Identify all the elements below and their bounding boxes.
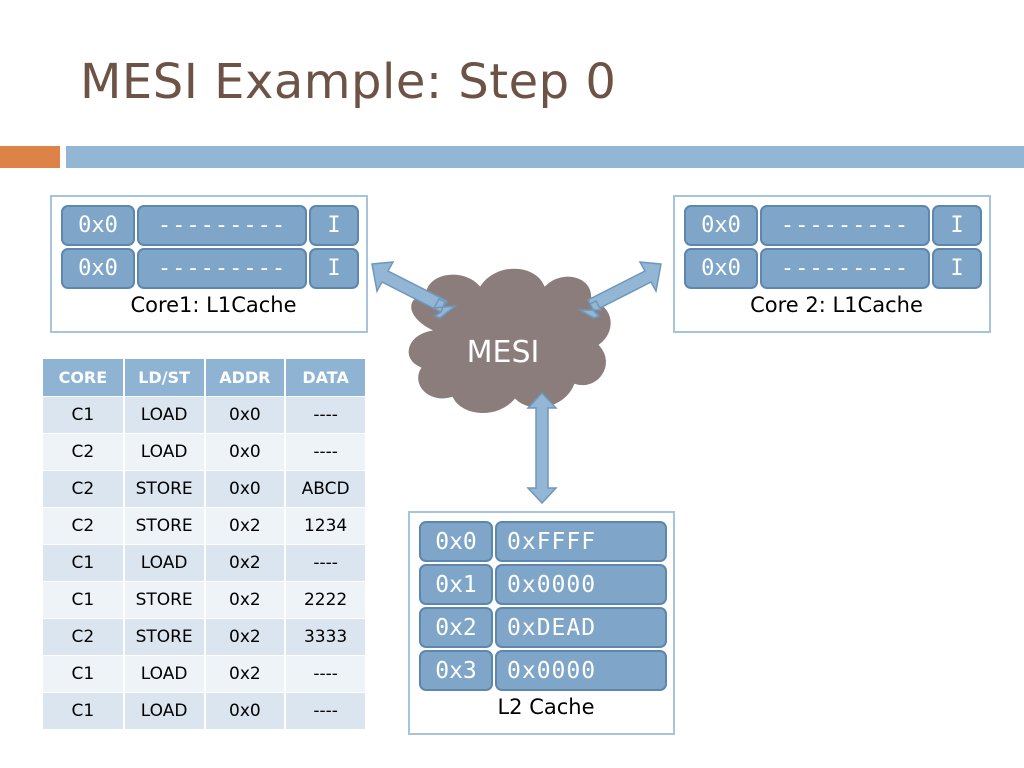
cell-data: ----: [285, 692, 367, 729]
cell-core: C2: [43, 470, 125, 508]
cache-line-data: 0x0000: [495, 650, 667, 691]
cache-line-addr: 0x0: [61, 205, 135, 246]
cache-line-data: ---------: [760, 205, 930, 246]
cell-addr: 0x0: [204, 396, 287, 434]
cell-data: 1234: [285, 507, 367, 545]
cell-ldst: LOAD: [123, 655, 206, 693]
cache-line-data: 0x0000: [495, 564, 667, 605]
column-header-data: DATA: [285, 359, 367, 397]
cell-addr: 0x2: [204, 618, 287, 656]
cache-line: 0x0 --------- I: [684, 205, 989, 246]
cache-line: 0x0 --------- I: [61, 205, 366, 246]
table-row: C1 LOAD 0x2 ----: [43, 544, 367, 582]
column-header-addr: ADDR: [204, 359, 287, 397]
title-accent-bar-orange: [0, 146, 60, 168]
column-header-core: CORE: [43, 359, 125, 397]
cache-line: 0x2 0xDEAD: [419, 607, 673, 648]
cell-ldst: STORE: [123, 507, 206, 545]
cache-line: 0x0 --------- I: [61, 248, 366, 289]
core2-l1-caption: Core 2: L1Cache: [750, 293, 923, 317]
cell-addr: 0x0: [204, 433, 287, 471]
cache-line-data: ---------: [137, 248, 307, 289]
table-row: C1 LOAD 0x0 ----: [43, 692, 367, 729]
cache-line-addr: 0x3: [419, 650, 493, 691]
slide-title: MESI Example: Step 0: [80, 54, 617, 110]
table-row: C1 LOAD 0x2 ----: [43, 655, 367, 693]
cell-ldst: LOAD: [123, 544, 206, 582]
cache-line-data: ---------: [137, 205, 307, 246]
cell-core: C1: [43, 544, 125, 582]
cache-line-addr: 0x0: [61, 248, 135, 289]
cell-data: 2222: [285, 581, 367, 619]
cell-data: ----: [285, 655, 367, 693]
cache-line-state: I: [309, 205, 359, 246]
cache-line-data: 0xFFFF: [495, 521, 667, 562]
cell-ldst: STORE: [123, 581, 206, 619]
cache-line-addr: 0x0: [684, 205, 758, 246]
cloud-label: MESI: [466, 335, 540, 370]
cache-line-addr: 0x1: [419, 564, 493, 605]
cache-line: 0x0 --------- I: [684, 248, 989, 289]
cell-ldst: STORE: [123, 470, 206, 508]
table-row: C2 STORE 0x2 3333: [43, 618, 367, 656]
cache-line-addr: 0x0: [419, 521, 493, 562]
cell-data: ABCD: [285, 470, 367, 508]
cell-addr: 0x0: [204, 692, 287, 729]
cell-data: 3333: [285, 618, 367, 656]
cell-addr: 0x2: [204, 655, 287, 693]
cache-line-state: I: [309, 248, 359, 289]
cache-line-state: I: [932, 248, 982, 289]
core1-l1-caption: Core1: L1Cache: [130, 293, 297, 317]
cell-ldst: LOAD: [123, 433, 206, 471]
table-row: C2 STORE 0x2 1234: [43, 507, 367, 545]
cache-line: 0x0 0xFFFF: [419, 521, 673, 562]
cache-line-data: 0xDEAD: [495, 607, 667, 648]
cell-core: C1: [43, 396, 125, 434]
cell-addr: 0x2: [204, 581, 287, 619]
cell-data: ----: [285, 433, 367, 471]
cache-line-state: I: [932, 205, 982, 246]
cache-line: 0x3 0x0000: [419, 650, 673, 691]
cache-line-addr: 0x2: [419, 607, 493, 648]
l2-cache: 0x0 0xFFFF 0x1 0x0000 0x2 0xDEAD 0x3 0x0…: [408, 511, 675, 735]
access-sequence-table: CORE LD/ST ADDR DATA C1 LOAD 0x0 ---- C2…: [43, 359, 367, 729]
cell-data: ----: [285, 396, 367, 434]
cell-addr: 0x2: [204, 507, 287, 545]
arrow-bus-l2: [526, 391, 558, 505]
core1-l1-cache: 0x0 --------- I 0x0 --------- I Core1: L…: [50, 195, 368, 333]
cell-ldst: LOAD: [123, 692, 206, 729]
title-accent-bar-blue: [66, 146, 1024, 168]
table-row: C1 STORE 0x2 2222: [43, 581, 367, 619]
core2-l1-cache: 0x0 --------- I 0x0 --------- I Core 2: …: [673, 195, 991, 333]
cache-line: 0x1 0x0000: [419, 564, 673, 605]
table-row: C1 LOAD 0x0 ----: [43, 396, 367, 434]
table-row: C2 LOAD 0x0 ----: [43, 433, 367, 471]
cell-data: ----: [285, 544, 367, 582]
cell-addr: 0x2: [204, 544, 287, 582]
cell-ldst: LOAD: [123, 396, 206, 434]
table-header-row: CORE LD/ST ADDR DATA: [43, 359, 367, 397]
cell-core: C2: [43, 618, 125, 656]
cell-ldst: STORE: [123, 618, 206, 656]
arrow-bus-core2: [577, 261, 662, 319]
cache-line-addr: 0x0: [684, 248, 758, 289]
cell-core: C1: [43, 655, 125, 693]
cell-core: C2: [43, 433, 125, 471]
cache-line-data: ---------: [760, 248, 930, 289]
cell-core: C1: [43, 581, 125, 619]
cell-addr: 0x0: [204, 470, 287, 508]
table-row: C2 STORE 0x0 ABCD: [43, 470, 367, 508]
arrow-bus-core1: [371, 261, 458, 319]
cell-core: C1: [43, 692, 125, 729]
cell-core: C2: [43, 507, 125, 545]
l2-caption: L2 Cache: [497, 695, 595, 719]
column-header-ldst: LD/ST: [123, 359, 206, 397]
